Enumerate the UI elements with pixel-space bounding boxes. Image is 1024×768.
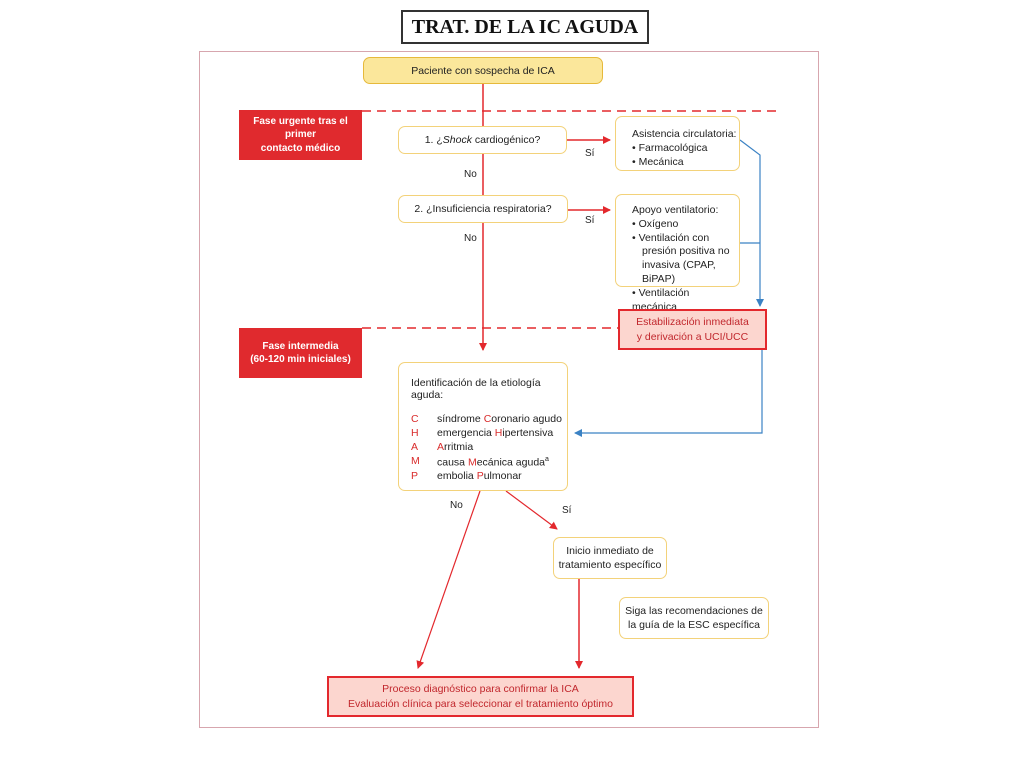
etio-yes-arrow [505,490,558,530]
etio-h-hl: H [494,426,503,439]
page-title: TRAT. DE LA IC AGUDA [401,10,649,44]
stab-to-etio-arrow [574,350,763,437]
etio-m-post: ecánica aguda [476,456,545,469]
etio-row-a: A Arritmia [411,441,567,455]
phase-intermediate-line2: (60-120 min iniciales) [250,354,351,365]
circ-header: Asistencia circulatoria: [632,128,737,140]
phase-urgent-line2: contacto médico [260,142,341,154]
etio-p-post: ulmonar [483,470,522,483]
etio-p-pre: embolia [437,470,477,483]
etio-c-pre: síndrome [437,413,484,425]
etio-m-pre: causa [437,456,468,469]
circ-to-stab-arrow [739,139,764,307]
diagram-frame [199,51,819,728]
start-node-text: Paciente con sospecha de ICA [411,64,555,77]
etio-a-hl: A [437,440,445,453]
etio-letter-m: M [411,454,420,467]
start-node: Paciente con sospecha de ICA [363,57,603,84]
q1-suffix: cardiogénico? [471,134,541,146]
etio-no-arrow [416,490,481,669]
treat-line1: Inicio inmediato de [566,544,654,557]
etio-c-hl: C [483,413,492,425]
treat-line2: tratamiento específico [558,559,662,571]
resp-no-label: No [464,233,477,244]
q1-prefix: 1. ¿ [424,134,443,146]
final-line2: Evaluación clínica para seleccionar el t… [348,697,613,710]
vent-item-oxygen: Oxígeno [632,218,733,232]
etio-no-label: No [450,500,463,511]
guidelines-box: Siga las recomendaciones de la guía de la… [619,597,769,639]
circ-item-pharmacological: Farmacológica [632,142,739,156]
resp-yes-label: Sí [585,215,595,226]
phase-intermediate-line1: Fase intermedia [262,340,339,352]
vent-item-niv: Ventilación con presión positiva no inva… [632,232,733,287]
respiratory-question: 2. ¿Insuficiencia respiratoria? [398,195,568,223]
vent-header: Apoyo ventilatorio: [632,204,719,216]
ventilatory-support-box: Apoyo ventilatorio: Oxígeno Ventilación … [615,194,740,313]
guide-line2: la guía de la ESC específica [628,619,760,631]
circulatory-support-box: Asistencia circulatoria: Farmacológica M… [615,116,740,171]
etio-p-hl: P [476,470,484,483]
q1-em: Shock [442,134,472,146]
etio-letter-a: A [411,440,419,453]
phase-intermediate-label: Fase intermedia (60-120 min iniciales) [239,328,362,378]
etio-h-post: ipertensiva [502,426,554,439]
etio-yes-label: Sí [562,505,572,516]
shock-question: 1. ¿Shock cardiogénico? [398,126,567,154]
phase-urgent-line1: Fase urgente tras el primer [253,115,348,141]
etio-m-footnote: a [545,455,549,463]
shock-no-label: No [464,169,477,180]
final-line1: Proceso diagnóstico para confirmar la IC… [382,683,579,696]
stab-line1: Estabilización inmediata [636,316,749,329]
shock-yes-label: Sí [585,148,595,159]
guide-line1: Siga las recomendaciones de [625,604,763,617]
etio-a-post: rritmia [444,440,474,453]
etio-h-pre: emergencia [437,426,495,439]
etio-letter-p: P [411,470,419,483]
treatment-box: Inicio inmediato de tratamiento específic… [553,537,667,579]
etio-m-hl: M [467,456,477,469]
stab-line2: y derivación a UCI/UCC [636,330,749,343]
etio-letter-c: C [411,413,419,425]
diagnostic-process-box: Proceso diagnóstico para confirmar la IC… [327,676,634,717]
circ-item-mechanical: Mecánica [632,156,739,170]
etio-letter-h: H [411,426,419,439]
q2-text: 2. ¿Insuficiencia respiratoria? [414,203,552,215]
etio-header: Identificación de la etiología aguda: [411,377,541,401]
etio-c-post: oronario agudo [491,413,562,425]
